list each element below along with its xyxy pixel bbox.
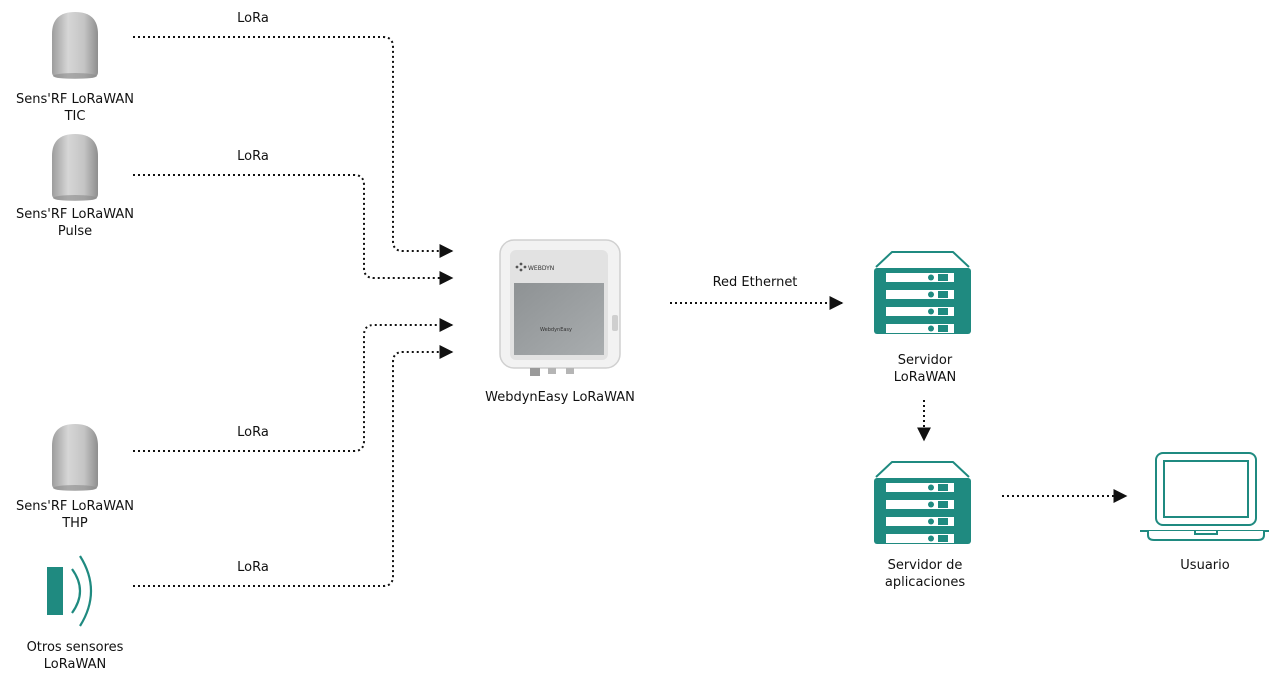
- lorawan-server-icon: [874, 251, 971, 334]
- sensor-label-line1: Sens'RF LoRaWAN: [16, 92, 134, 107]
- lora-link-tic: [133, 36, 454, 258]
- gateway-label: WebdynEasy LoRaWAN: [485, 390, 635, 405]
- gateway-front-text: WebdynEasy: [540, 327, 572, 333]
- lorawan-server-line2: LoRaWAN: [893, 370, 957, 385]
- sensor-label-line1: Sens'RF LoRaWAN: [16, 207, 134, 222]
- user-label: Usuario: [1180, 558, 1230, 573]
- sensor-thp-icon: [52, 424, 98, 491]
- webdyn-logo-icon: [515, 262, 527, 272]
- lorawan-server-label: Servidor LoRaWAN: [860, 352, 990, 386]
- lora-link-pulse: [133, 174, 454, 285]
- lora-link-thp: [133, 318, 454, 452]
- sensor-label-line2: LoRaWAN: [43, 657, 107, 672]
- sensor-label-line2: TIC: [64, 109, 86, 124]
- lorawan-server-line1: Servidor: [897, 353, 953, 368]
- sensor-tic-icon: [52, 12, 98, 79]
- lora-label-thp: LoRa: [237, 425, 269, 440]
- lora-link-other: [133, 345, 454, 587]
- app-server-icon: [874, 461, 971, 544]
- sensor-label-line1: Otros sensores: [26, 640, 124, 655]
- sensor-pulse-icon: [52, 134, 98, 201]
- gateway-device-icon: [499, 239, 621, 376]
- sensor-label-line2: Pulse: [57, 224, 93, 239]
- sensor-label-line2: THP: [62, 516, 88, 531]
- sensor-label-line1: Sens'RF LoRaWAN: [16, 499, 134, 514]
- lora-label-tic: LoRa: [237, 11, 269, 26]
- ethernet-label: Red Ethernet: [712, 275, 798, 290]
- sensor-label-thp: Sens'RF LoRaWAN THP: [0, 498, 150, 532]
- lora-links: [133, 36, 454, 587]
- app-server-label: Servidor de aplicaciones: [860, 557, 990, 591]
- lora-label-pulse: LoRa: [237, 149, 269, 164]
- sensor-label-pulse: Sens'RF LoRaWAN Pulse: [0, 206, 150, 240]
- wireless-signal-icon: [47, 555, 92, 627]
- app-server-line2: aplicaciones: [884, 575, 966, 590]
- lora-label-other: LoRa: [237, 560, 269, 575]
- laptop-icon: [1140, 452, 1269, 541]
- gateway-brand: WEBDYN: [528, 265, 554, 272]
- sensor-label-tic: Sens'RF LoRaWAN TIC: [0, 91, 150, 125]
- app-server-line1: Servidor de: [887, 558, 963, 573]
